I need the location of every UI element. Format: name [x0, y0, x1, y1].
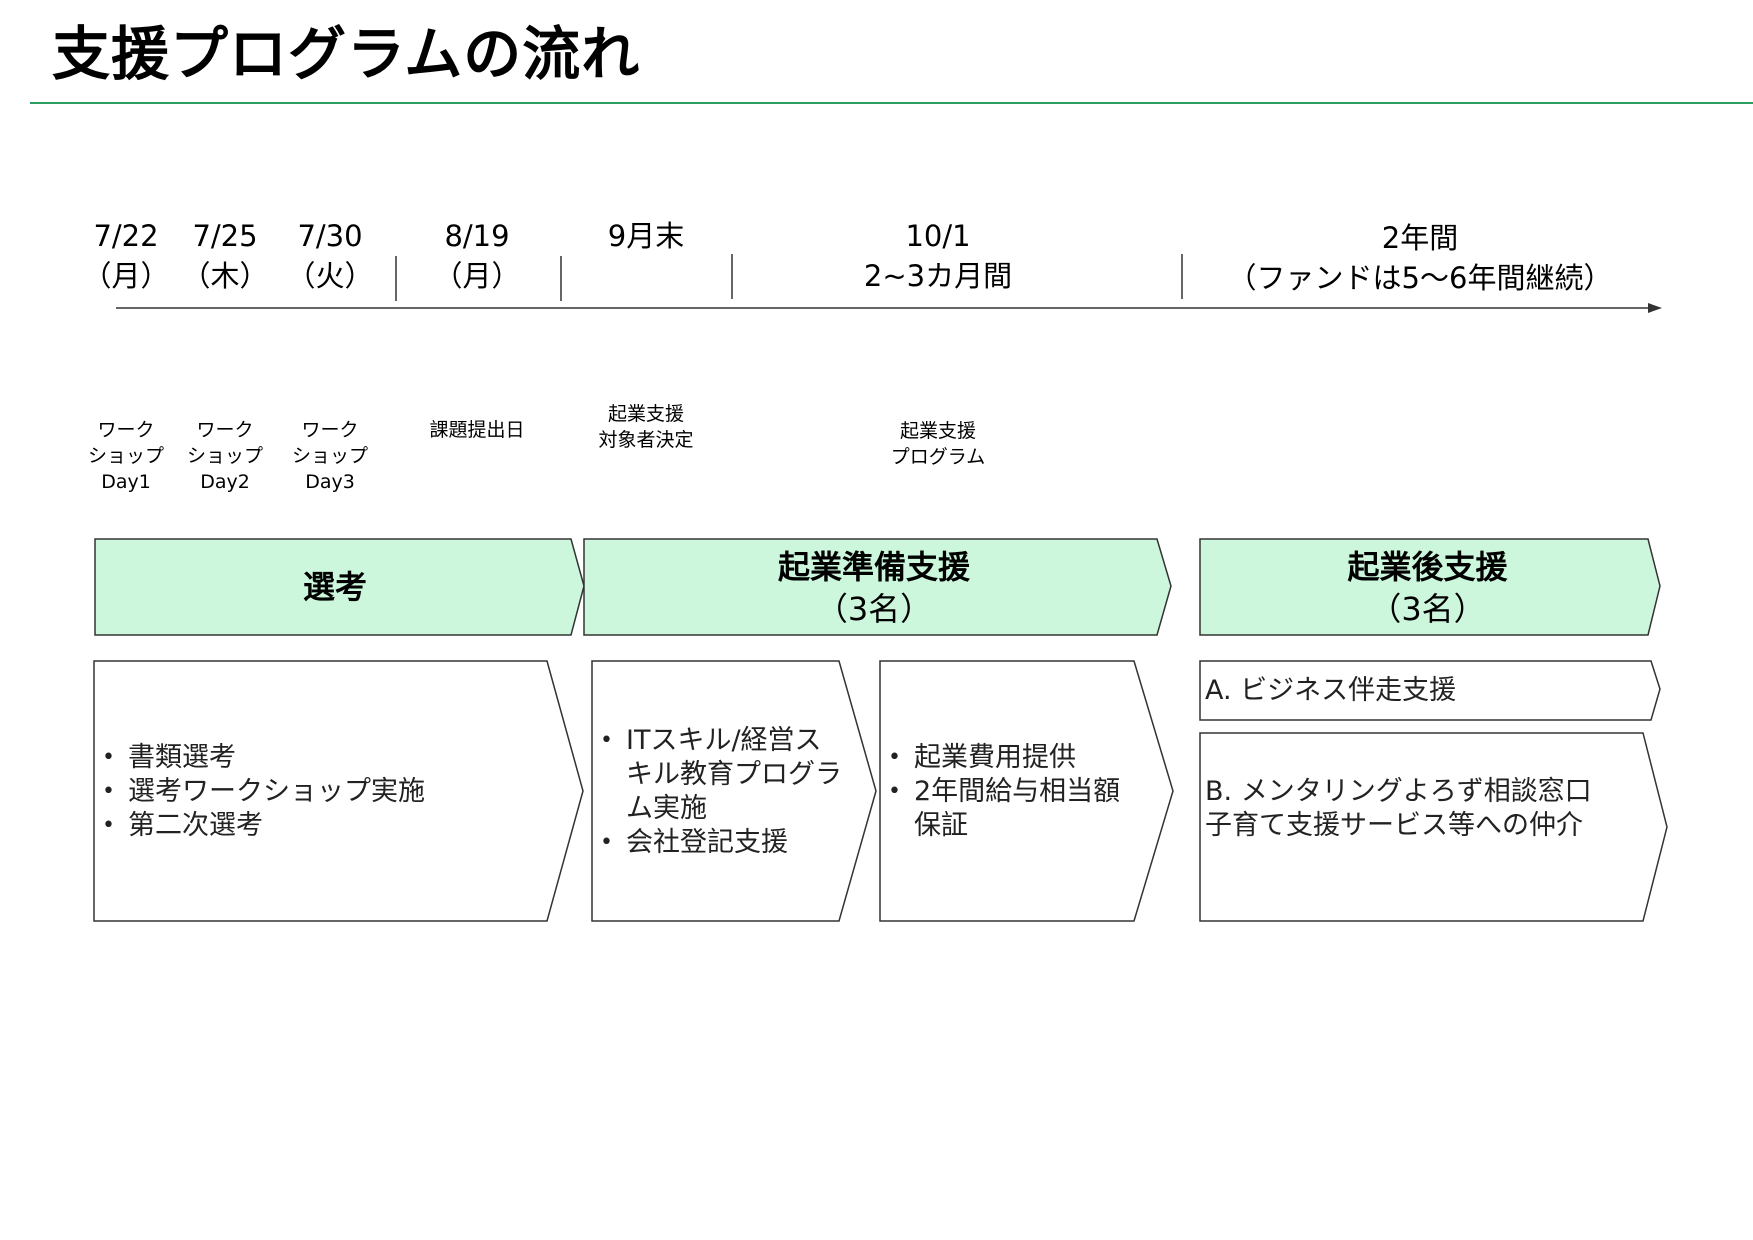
- event-line: プログラム: [890, 446, 986, 468]
- duration-label: 2~3カ月間: [863, 259, 1013, 293]
- weekday-label: （火）: [286, 259, 374, 293]
- stage-label: 選考: [302, 568, 367, 606]
- date-label-oct1: 10/1 2~3カ月間: [838, 216, 1038, 296]
- event-line: Day3: [305, 471, 355, 493]
- event-line: ワーク: [301, 419, 359, 441]
- date-label: 8/19: [444, 219, 510, 253]
- event-line: 課題提出日: [429, 419, 525, 441]
- list-item: 書類選考: [100, 741, 540, 775]
- event-line: 対象者決定: [598, 429, 694, 451]
- event-line: ショップ: [186, 445, 263, 467]
- date-label: 9月末: [607, 219, 685, 253]
- detail-selection: 書類選考 選考ワークショップ実施 第二次選考: [100, 741, 540, 843]
- date-label: 7/30: [297, 219, 363, 253]
- event-line: 起業支援: [899, 420, 976, 442]
- list-item: 起業費用提供: [886, 741, 1136, 775]
- stage-shape-post: [1199, 538, 1661, 636]
- stage-prep: 起業準備支援 （3名）: [584, 546, 1164, 630]
- date-label: 2年間: [1381, 221, 1459, 255]
- date-label-jul25: 7/25 （木）: [173, 216, 277, 296]
- event-line: ショップ: [87, 445, 164, 467]
- event-line: ショップ: [291, 445, 368, 467]
- list-item: 第二次選考: [100, 809, 540, 843]
- list-item: 2年間給与相当額保証: [886, 775, 1136, 843]
- support-item: 子育て支援サービス等への仲介: [1205, 810, 1583, 841]
- list-item: 会社登記支援: [598, 826, 848, 860]
- date-label-sep-end: 9月末: [586, 216, 706, 256]
- list-item: 選考ワークショップ実施: [100, 775, 540, 809]
- weekday-label: （木）: [181, 259, 269, 293]
- support-item: A. ビジネス伴走支援: [1205, 675, 1457, 706]
- stage-label: 起業準備支援: [777, 548, 970, 586]
- event-workshop-day1: ワーク ショップ Day1: [76, 417, 176, 495]
- duration-label: （ファンドは5～6年間継続）: [1227, 261, 1613, 295]
- detail-shape-post-b: [1199, 732, 1668, 922]
- date-label: 7/22: [93, 219, 159, 253]
- date-label-aug19: 8/19 （月）: [425, 216, 529, 296]
- date-label-jul30: 7/30 （火）: [278, 216, 382, 296]
- event-line: 起業支援: [607, 403, 684, 425]
- list-item: ITスキル/経営スキル教育プログラム実施: [598, 724, 848, 826]
- support-item: B. メンタリングよろず相談窓口: [1205, 776, 1592, 807]
- event-line: Day1: [101, 471, 151, 493]
- event-workshop-day2: ワーク ショップ Day2: [175, 417, 275, 495]
- detail-prep-a: ITスキル/経営スキル教育プログラム実施 会社登記支援: [598, 724, 848, 860]
- title-divider: [30, 102, 1753, 104]
- event-workshop-day3: ワーク ショップ Day3: [280, 417, 380, 495]
- weekday-label: （月）: [82, 259, 170, 293]
- date-label: 7/25: [192, 219, 258, 253]
- date-label-2years: 2年間 （ファンドは5～6年間継続）: [1220, 218, 1620, 298]
- stage-count: （3名）: [1369, 590, 1486, 628]
- weekday-label: （月）: [433, 259, 521, 293]
- event-assignment-due: 課題提出日: [412, 417, 542, 443]
- event-line: ワーク: [97, 419, 155, 441]
- timeline-arrowhead: [1648, 303, 1662, 313]
- stage-post: 起業後支援 （3名）: [1200, 546, 1655, 630]
- event-line: Day2: [200, 471, 250, 493]
- event-line: ワーク: [196, 419, 254, 441]
- detail-post-b: B. メンタリングよろず相談窓口 子育て支援サービス等への仲介: [1205, 775, 1645, 843]
- date-label: 10/1: [905, 219, 971, 253]
- event-target-decision: 起業支援 対象者決定: [581, 401, 711, 453]
- stage-selection: 選考: [95, 566, 575, 608]
- date-label-jul22: 7/22 （月）: [74, 216, 178, 296]
- detail-prep-b: 起業費用提供 2年間給与相当額保証: [886, 741, 1136, 843]
- stage-shape-prep: [583, 538, 1172, 636]
- stage-label: 起業後支援: [1347, 548, 1508, 586]
- detail-shape-post-a: [1199, 660, 1661, 721]
- stage-shape-selection: [94, 538, 585, 636]
- detail-post-a: A. ビジネス伴走支援: [1205, 674, 1645, 708]
- page-title: 支援プログラムの流れ: [52, 20, 641, 88]
- event-support-program: 起業支援 プログラム: [873, 418, 1003, 470]
- stage-count: （3名）: [815, 590, 933, 628]
